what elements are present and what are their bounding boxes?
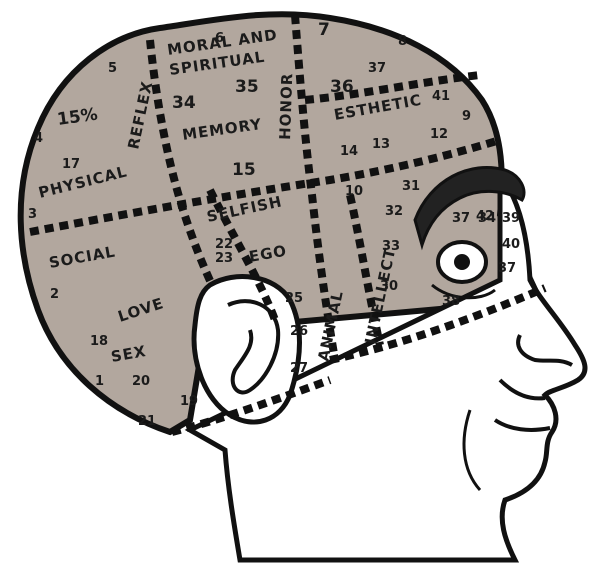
num-32: 32 — [385, 204, 403, 219]
num-18: 18 — [90, 334, 108, 349]
num-10: 10 — [345, 184, 363, 199]
num-9: 9 — [462, 109, 471, 124]
num-17: 17 — [62, 157, 80, 172]
num-4: 4 — [34, 131, 43, 146]
num-37-eye: 37 — [452, 211, 470, 226]
num-34: 34 — [172, 93, 196, 113]
num-20: 20 — [132, 374, 150, 389]
num-15: 15 — [232, 160, 256, 180]
num-13: 13 — [372, 137, 390, 152]
num-31: 31 — [402, 179, 420, 194]
num-1: 1 — [95, 374, 104, 389]
num-38: 38 — [442, 294, 460, 309]
num-25: 25 — [285, 291, 303, 306]
num-5: 5 — [108, 61, 117, 76]
num-26: 26 — [290, 324, 308, 339]
num-14: 14 — [340, 144, 358, 159]
num-37-cheek: 37 — [498, 261, 516, 276]
num-41: 41 — [432, 89, 450, 104]
num-7: 7 — [318, 20, 330, 40]
num-12: 12 — [430, 127, 448, 142]
num-39: 39 — [502, 211, 520, 226]
eye-pupil — [454, 254, 470, 270]
label-honor: HONOR — [276, 72, 296, 140]
num-40: 40 — [502, 237, 520, 252]
num-6: 6 — [215, 31, 224, 46]
num-36: 36 — [330, 77, 354, 97]
num-37: 37 — [368, 61, 386, 76]
num-21: 21 — [138, 414, 156, 429]
num-2: 2 — [50, 287, 59, 302]
num-33: 33 — [382, 239, 400, 254]
num-19: 19 — [180, 394, 198, 409]
num-22: 22 — [215, 237, 233, 252]
num-8: 8 — [398, 34, 407, 49]
num-30: 30 — [380, 279, 398, 294]
num-3: 3 — [28, 207, 37, 222]
num-35: 35 — [235, 77, 259, 97]
num-23: 23 — [215, 251, 233, 266]
num-34-eye: 34 — [478, 211, 496, 226]
num-27: 27 — [290, 361, 308, 376]
